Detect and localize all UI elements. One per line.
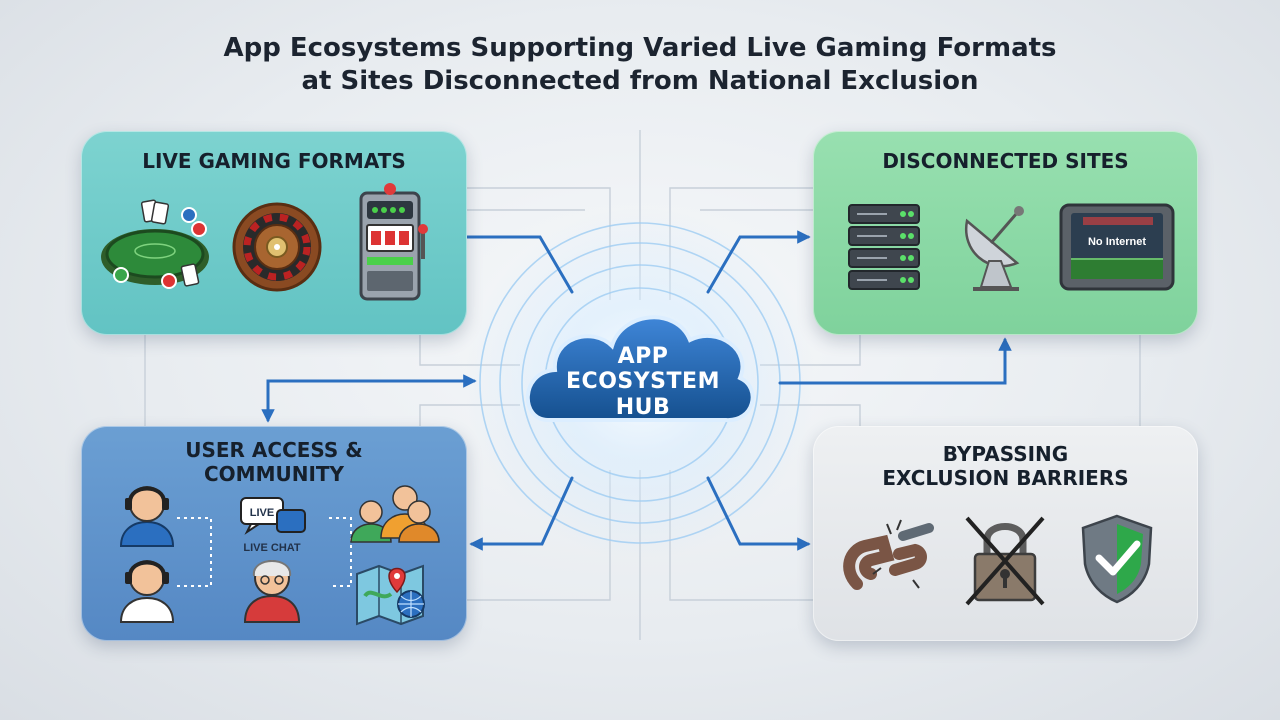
arrow-hub-to-disconnected (706, 230, 811, 294)
poker-table-icon (101, 199, 209, 289)
panel-title-line1: BYPASSING (942, 442, 1069, 466)
panel-title: DISCONNECTED SITES (882, 149, 1129, 173)
hub-label: APP ECOSYSTEM HUB (548, 344, 738, 420)
hub-label-line3: HUB (615, 394, 671, 420)
panel-user-access-community: USER ACCESS & COMMUNITY (81, 426, 467, 641)
hub-label-line2: ECOSYSTEM (566, 369, 720, 395)
user-access-illustrations: LIVE LIVE CHAT (119, 485, 440, 626)
arrow-hub-to-bypassing (706, 476, 811, 551)
tablet-screen-text: No Internet (1088, 236, 1146, 248)
crossed-padlock-icon (965, 516, 1045, 606)
headset-user-icon (119, 486, 175, 547)
panel-title: USER ACCESS & COMMUNITY (81, 438, 467, 486)
panel-title-line2: EXCLUSION BARRIERS (882, 466, 1129, 490)
panel-bypassing-exclusion-barriers: BYPASSING EXCLUSION BARRIERS (813, 426, 1198, 641)
headset-user-icon (119, 560, 175, 623)
arrow-live-to-hub (465, 235, 574, 294)
chat-bubbles-icon: LIVE (240, 497, 306, 535)
group-icon (350, 485, 440, 543)
page-title-line1: App Ecosystems Supporting Varied Live Ga… (223, 33, 1057, 63)
arrow-hub-to-disconnected-lower (778, 337, 1012, 385)
arrow-user-hub-bidirectional (261, 374, 477, 423)
map-pin-globe-icon (356, 564, 425, 626)
slot-machine-icon (359, 183, 428, 301)
panel-title: LIVE GAMING FORMATS (142, 149, 406, 173)
hub-label-line1: APP (617, 344, 669, 369)
page-title-line2: at Sites Disconnected from National Excl… (301, 66, 979, 96)
tablet-icon: No Internet (1059, 203, 1175, 291)
broken-magnet-icon (843, 519, 934, 590)
hub-cloud-icon (525, 315, 755, 423)
server-rack-icon (848, 204, 920, 290)
live-chat-label: LIVE CHAT (243, 542, 301, 554)
panel-title-line1: USER ACCESS & (185, 438, 363, 462)
arrow-hub-to-user (469, 476, 574, 551)
panel-title: BYPASSING EXCLUSION BARRIERS (813, 442, 1198, 490)
shield-check-icon (1081, 514, 1153, 604)
roulette-wheel-icon (232, 202, 322, 292)
panel-disconnected-sites: DISCONNECTED SITES No Internet (813, 131, 1198, 335)
panel-title-line2: COMMUNITY (203, 462, 345, 486)
elderly-user-icon (243, 560, 301, 623)
live-badge-text: LIVE (250, 507, 274, 519)
panel-live-gaming-formats: LIVE GAMING FORMATS (81, 131, 467, 335)
satellite-dish-icon (964, 206, 1024, 291)
